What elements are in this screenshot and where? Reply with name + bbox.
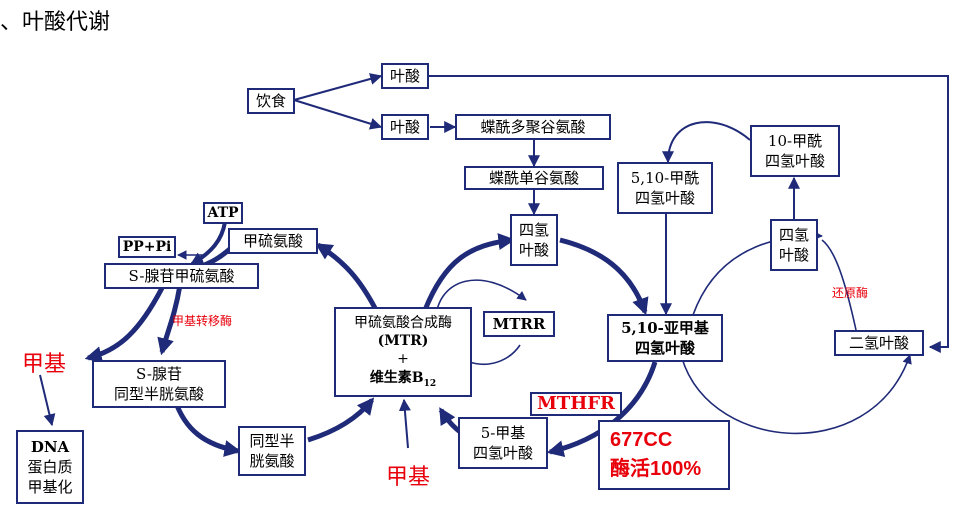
thf-node: 四氢 叶酸 (510, 214, 558, 266)
methionine-node: 甲硫氨酸 (228, 228, 318, 254)
methyltransferase-label: 甲基转移酶 (172, 314, 233, 328)
homocysteine-node: 同型半 胱氨酸 (238, 426, 306, 476)
pteroylpolyglutamate-node: 蝶酰多聚谷氨酸 (455, 114, 611, 140)
enzyme-activity-box: 677CC 酶活100% (598, 420, 730, 490)
folate-mid-node: 叶酸 (381, 114, 429, 140)
methylene-thf-node: 5,10-亚甲基 四氢叶酸 (607, 314, 723, 362)
pteroylmonoglutamate-node: 蝶酰单谷氨酸 (464, 166, 604, 190)
atp-node: ATP (203, 202, 243, 224)
methyl-thf-node: 5-甲基 四氢叶酸 (458, 417, 548, 469)
sah-node: S-腺苷 同型半胱氨酸 (92, 360, 226, 408)
thf-right-node: 四氢 叶酸 (770, 219, 818, 271)
reductase-label: 还原酶 (832, 286, 869, 300)
dna-methylation-node: DNA 蛋白质 甲基化 (16, 430, 84, 504)
mtr-node: 甲硫氨酸合成酶 (MTR) + 维生素B12 (334, 307, 472, 397)
diet-node: 饮食 (247, 88, 295, 114)
formyl-thf-5-10-node: 5,10-甲酰 四氢叶酸 (617, 162, 713, 214)
formyl-thf-10-node: 10-甲酰 四氢叶酸 (750, 125, 840, 177)
dhf-node: 二氢叶酸 (834, 330, 924, 356)
methyl-label-left: 甲基 (22, 352, 67, 377)
folate-top-node: 叶酸 (381, 63, 429, 89)
methyl-label-bottom: 甲基 (386, 465, 431, 490)
mthfr-label: MTHFR (530, 392, 622, 416)
pppi-node: PP+Pi (118, 236, 176, 258)
mtrr-node: MTRR (483, 311, 555, 337)
sam-node: S-腺苷甲硫氨酸 (104, 263, 259, 289)
page-title: 、叶酸代谢 (0, 10, 111, 35)
